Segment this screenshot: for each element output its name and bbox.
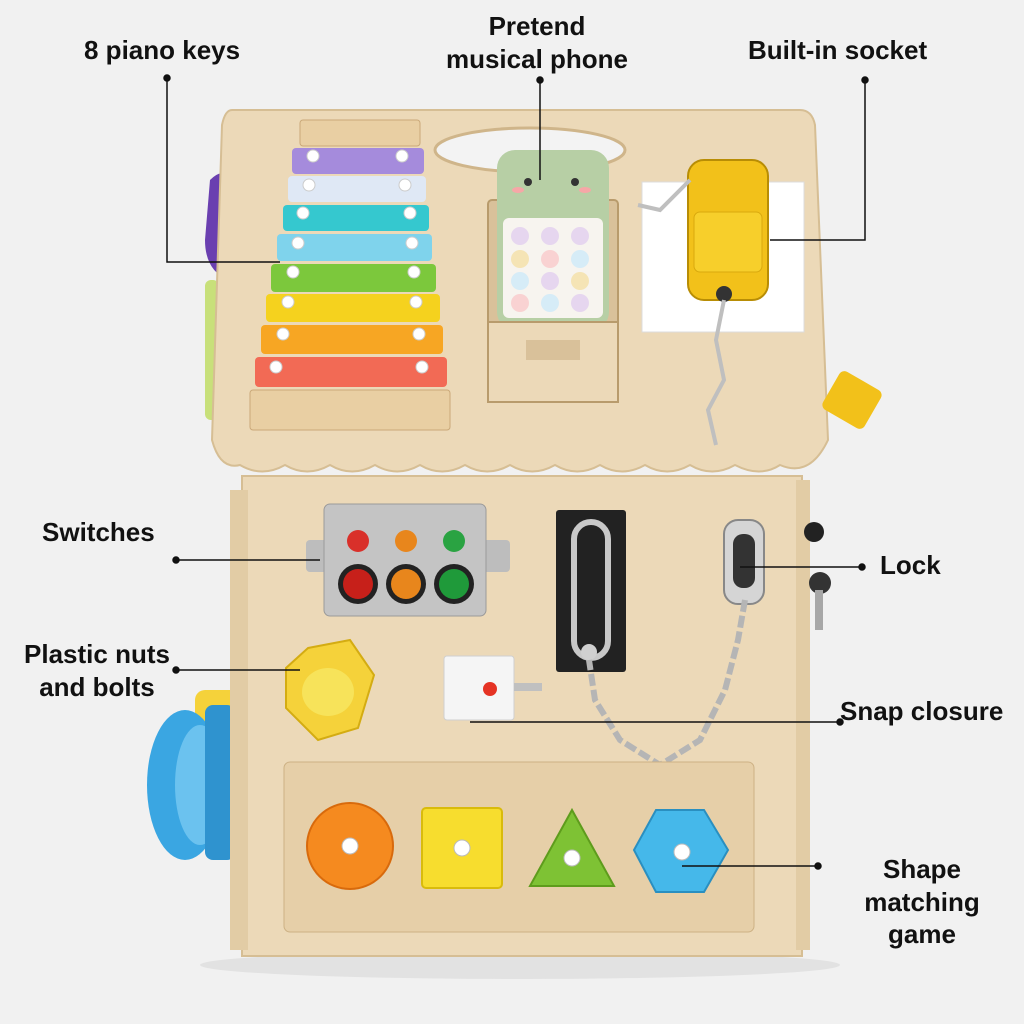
hex-bolt[interactable] bbox=[285, 638, 376, 742]
label-switches: Switches bbox=[42, 517, 155, 547]
socket-with-plug[interactable] bbox=[637, 159, 805, 446]
snap-latch[interactable] bbox=[443, 655, 542, 721]
label-shape: Shape matching game bbox=[824, 853, 1020, 951]
keys[interactable] bbox=[804, 522, 831, 630]
floor-shadow bbox=[200, 951, 840, 979]
side-tag bbox=[822, 371, 882, 429]
label-nuts: Plastic nuts and bolts bbox=[22, 638, 172, 703]
label-nuts-line1: Plastic nuts bbox=[24, 639, 170, 669]
label-phone-line1: Pretend bbox=[488, 11, 586, 41]
switch-panel[interactable] bbox=[306, 503, 510, 617]
toy-phone[interactable] bbox=[487, 150, 619, 403]
shape-sorter[interactable] bbox=[283, 761, 755, 933]
label-lock: Lock bbox=[880, 550, 941, 580]
callout-lines bbox=[163, 74, 869, 870]
label-shape-line1: Shape matching bbox=[864, 854, 980, 917]
spinning-wheel bbox=[147, 690, 240, 860]
door-chain-lock[interactable] bbox=[586, 519, 765, 769]
label-socket: Built-in socket bbox=[748, 35, 928, 65]
label-nuts-line2: and bolts bbox=[39, 671, 155, 702]
label-snap: Snap closure bbox=[840, 696, 1004, 726]
label-phone: Pretend musical phone bbox=[432, 10, 642, 75]
label-shape-line2: game bbox=[888, 919, 956, 949]
label-phone-line2: musical phone bbox=[445, 43, 629, 74]
label-piano-keys: 8 piano keys bbox=[84, 35, 241, 65]
xylophone[interactable] bbox=[249, 119, 451, 431]
slide-latch[interactable] bbox=[556, 510, 626, 672]
